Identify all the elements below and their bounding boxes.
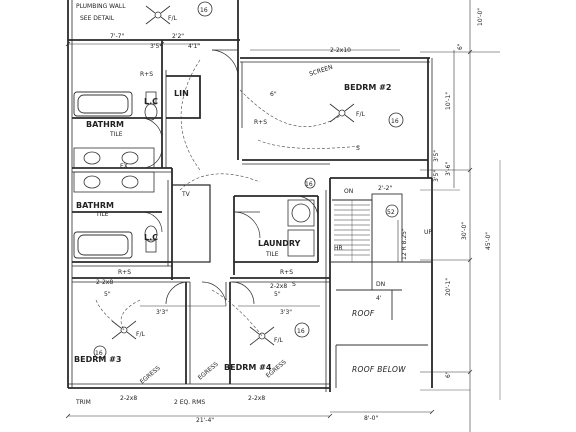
tile-1-label: TILE [109, 131, 123, 138]
dn-label: DN [376, 281, 385, 288]
bedroom2-label: BEDRM #2 [344, 83, 391, 92]
dim-mid-3-3: 3'3" [156, 309, 168, 316]
ceiling-fan-bedroom4 [249, 326, 275, 346]
circle-16b-label: 16 [391, 118, 399, 125]
header-1-label: 2-2x8 [120, 395, 137, 402]
rhs-3-label: R+S [280, 269, 293, 276]
electrical-runs [95, 59, 361, 337]
dim-right-6: 6" [457, 43, 464, 50]
header-5-label: 2-2x8 [270, 283, 287, 290]
circle-52-label: 52 [387, 209, 395, 216]
vanity-sinks-2 [73, 171, 155, 193]
rhs-2-label: R+S [118, 269, 131, 276]
roof-below-label: ROOF BELOW [352, 365, 406, 374]
fan-label-3: F/L [136, 331, 145, 338]
dim-right-3-5b: 3'5" [433, 150, 440, 162]
vanity-sinks-1 [73, 147, 155, 169]
ceiling-fan-top [145, 5, 171, 25]
dim-rm-5b: 5" [274, 291, 281, 298]
header-3-label: 2-2x8 [96, 279, 113, 286]
vent-label: EX [120, 163, 128, 170]
toilet-2 [144, 225, 158, 253]
fan-label-1: F/L [168, 15, 177, 22]
dim-top-4-1: 4'1" [188, 43, 200, 50]
linen-label: LIN [174, 89, 189, 98]
rhs-4-label: R+S [254, 119, 267, 126]
tile-2-label: TILE [95, 211, 109, 218]
margin-marks [420, 160, 501, 400]
bathtub-1 [73, 91, 133, 117]
dim-rm-6: 6" [270, 91, 277, 98]
header-2-label: 2-2x8 [248, 395, 265, 402]
on-label: ON [344, 188, 353, 195]
dim-right-45-0: 45'-0" [485, 232, 492, 250]
dimension-lines [68, 0, 500, 432]
dim-right-3-6: 3'-6" [445, 162, 452, 176]
linen-closet-2-label: L.C [144, 233, 158, 242]
linen-closet-1-label: L.C [144, 97, 158, 106]
dim-rm-5: 5" [104, 291, 111, 298]
tv-label: TV [181, 191, 191, 198]
stair-treads [334, 200, 370, 262]
bathtub-2 [73, 231, 133, 259]
eq-rms-label: 2 EQ. RMS [174, 399, 205, 406]
room-labels: BEDRM #2 BEDRM #3 BEDRM #4 BATHRM BATHRM… [74, 83, 391, 372]
header-4-label: 2-2x10 [330, 47, 351, 54]
dim-right-10-1: 10'-1" [445, 92, 452, 110]
laundry-label: LAUNDRY [258, 239, 301, 248]
fixture-labels: F/L F/L F/L F/L EX S S 16 16 16 16 16 52 [95, 7, 399, 357]
trim-label: TRIM [75, 399, 91, 406]
dim-right-20-1: 20'-1" [445, 278, 452, 296]
dim-right-6b: 6" [445, 371, 452, 378]
dim-bottom-8-0: 8'-0" [364, 415, 378, 422]
roof-label: ROOF [352, 309, 375, 318]
dim-top-3-5: 3'5" [150, 43, 162, 50]
toilet-1 [144, 91, 158, 121]
dim-right-30-0: 30'-0" [461, 222, 468, 240]
door-swings [141, 49, 319, 307]
up-label: UP [424, 229, 432, 236]
fan-label-4: F/L [274, 337, 283, 344]
see-detail-label: SEE DETAIL [80, 15, 115, 22]
plumbing-wall-label: PLUMBING WALL [76, 3, 126, 10]
dimension-ticks [65, 41, 473, 419]
smoke-1-label: S [292, 281, 296, 288]
dim-stair-12: 12 R 8.25" [401, 228, 408, 260]
dim-stair-2-2: 2'-2" [378, 185, 392, 192]
dimension-labels: 7'-7" 3'5" 2'2" 4'1" 10'-0" 6" 10'-1" 3'… [104, 8, 492, 424]
dim-right-10-0: 10'-0" [477, 8, 484, 26]
roof-lines [330, 261, 432, 388]
bathroom2-label: BATHRM [76, 201, 114, 210]
circle-16e-label: 16 [305, 181, 313, 188]
dim-rm-4: 4' [376, 295, 382, 302]
ceiling-fan-bedroom2 [329, 103, 355, 123]
dim-top-7-7: 7'-7" [110, 33, 124, 40]
dim-bottom-21-4: 21'-4" [196, 417, 214, 424]
dim-mid-3-3b: 3'3" [280, 309, 292, 316]
fan-label-2: F/L [356, 111, 365, 118]
fixture-circles [93, 1, 404, 359]
hr-label: HR [334, 245, 343, 252]
tile-3-label: TILE [265, 251, 279, 258]
circle-16a-label: 16 [200, 7, 208, 14]
circle-16c-label: 16 [95, 350, 103, 357]
bedroom4-label: BEDRM #4 [224, 363, 272, 372]
smoke-2-label: S [356, 145, 360, 152]
dim-right-3-5a: 3'5" [433, 170, 440, 182]
bathroom1-label: BATHRM [86, 120, 124, 129]
rhs-1-label: R+S [140, 71, 153, 78]
washer-dryer [287, 199, 315, 257]
bedroom3-label: BEDRM #3 [74, 355, 121, 364]
circle-16d-label: 16 [297, 328, 305, 335]
dim-top-2-2: 2'2" [172, 33, 184, 40]
